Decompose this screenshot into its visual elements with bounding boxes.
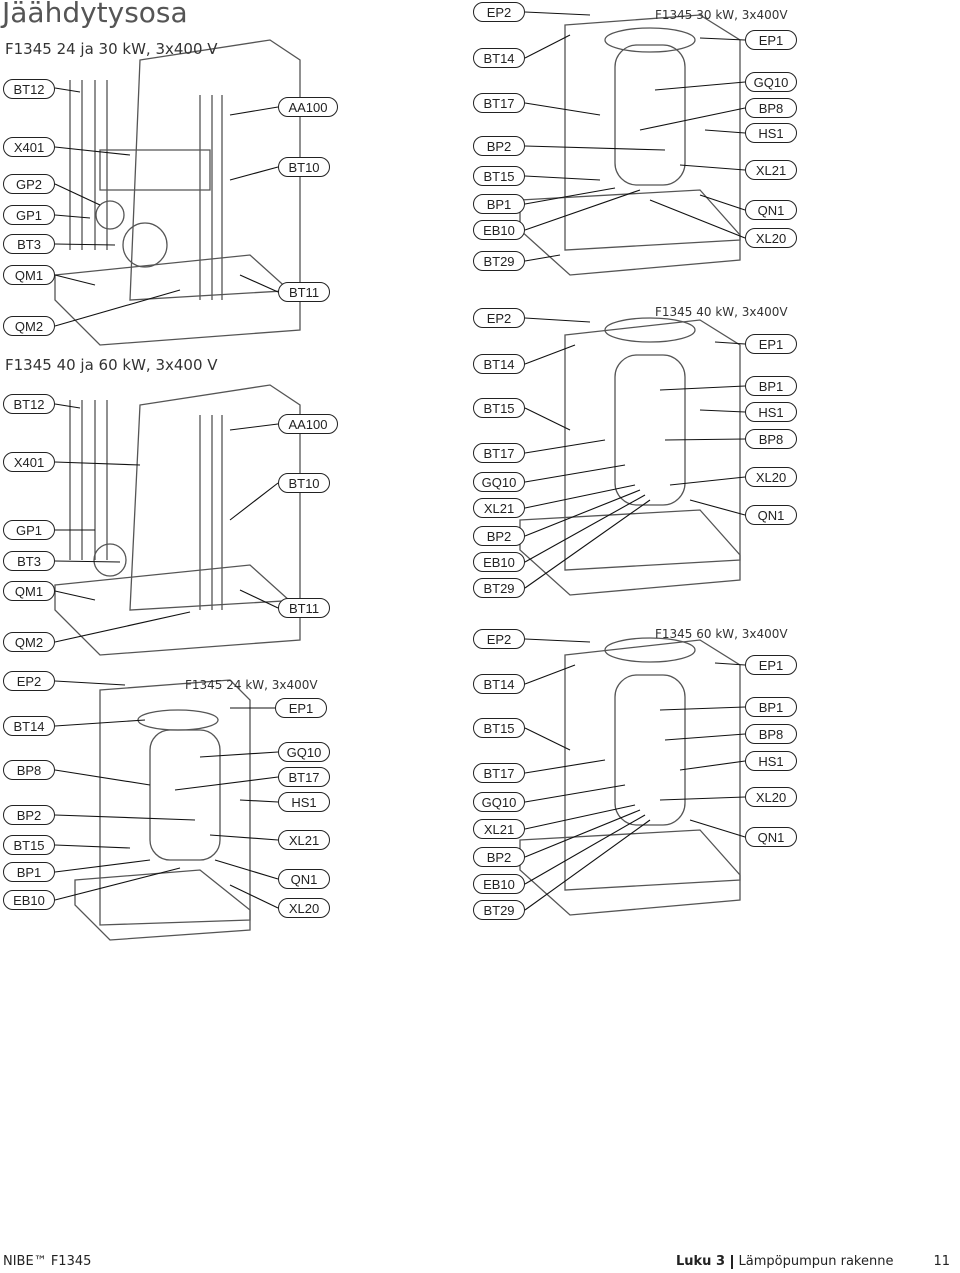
- label-xl20: XL20: [745, 467, 797, 487]
- label-hs1: HS1: [745, 123, 797, 143]
- label-gp2: GP2: [3, 174, 55, 194]
- label-bp1: BP1: [745, 697, 797, 717]
- label-bt29: BT29: [473, 251, 525, 271]
- label-gp1: GP1: [3, 205, 55, 225]
- label-bp1: BP1: [473, 194, 525, 214]
- label-bp1: BP1: [3, 862, 55, 882]
- label-ep1: EP1: [745, 655, 797, 675]
- label-gq10: GQ10: [473, 792, 525, 812]
- label-gq10: GQ10: [278, 742, 330, 762]
- label-eb10: EB10: [473, 552, 525, 572]
- label-bt15: BT15: [473, 398, 525, 418]
- label-eb10: EB10: [3, 890, 55, 910]
- caption-60kw: F1345 60 kW, 3x400V: [655, 627, 788, 641]
- label-x401: X401: [3, 452, 55, 472]
- label-qn1: QN1: [745, 505, 797, 525]
- caption-24kw: F1345 24 kW, 3x400V: [185, 678, 318, 692]
- label-x401: X401: [3, 137, 55, 157]
- label-qm1: QM1: [3, 581, 55, 601]
- label-bt17: BT17: [473, 93, 525, 113]
- label-ep2: EP2: [3, 671, 55, 691]
- page-title: Jäähdytysosa: [2, 0, 188, 29]
- label-bt11: BT11: [278, 282, 330, 302]
- label-ep2: EP2: [473, 2, 525, 22]
- label-bp8: BP8: [745, 429, 797, 449]
- label-ep1: EP1: [275, 698, 327, 718]
- label-bp8: BP8: [745, 98, 797, 118]
- label-bt14: BT14: [473, 674, 525, 694]
- label-qn1: QN1: [278, 869, 330, 889]
- label-ep1: EP1: [745, 30, 797, 50]
- label-bp8: BP8: [3, 760, 55, 780]
- label-gp1: GP1: [3, 520, 55, 540]
- label-gq10: GQ10: [473, 472, 525, 492]
- label-bp1: BP1: [745, 376, 797, 396]
- footer-separator: [731, 1254, 733, 1269]
- label-hs1: HS1: [745, 402, 797, 422]
- label-bt12: BT12: [3, 394, 55, 414]
- label-qm1: QM1: [3, 265, 55, 285]
- label-bt3: BT3: [3, 234, 55, 254]
- label-bt14: BT14: [473, 48, 525, 68]
- label-xl21: XL21: [473, 819, 525, 839]
- label-aa100: AA100: [278, 414, 338, 434]
- label-ep1: EP1: [745, 334, 797, 354]
- label-qn1: QN1: [745, 827, 797, 847]
- label-eb10: EB10: [473, 874, 525, 894]
- label-bp2: BP2: [473, 847, 525, 867]
- label-qn1: QN1: [745, 200, 797, 220]
- caption-40kw: F1345 40 kW, 3x400V: [655, 305, 788, 319]
- label-bt3: BT3: [3, 551, 55, 571]
- label-eb10: EB10: [473, 220, 525, 240]
- section-heading-40-60: F1345 40 ja 60 kW, 3x400 V: [5, 356, 218, 374]
- label-bt11: BT11: [278, 598, 330, 618]
- label-xl21: XL21: [278, 830, 330, 850]
- label-aa100: AA100: [278, 97, 338, 117]
- label-qm2: QM2: [3, 632, 55, 652]
- label-xl20: XL20: [278, 898, 330, 918]
- footer-product: NIBE™ F1345: [3, 1254, 92, 1269]
- label-bt10: BT10: [278, 473, 330, 493]
- page-footer: NIBE™ F1345 Luku 3 Lämpöpumpun rakenne 11: [0, 1250, 960, 1273]
- footer-chapter-number: Luku 3: [675, 1254, 725, 1269]
- label-xl21: XL21: [745, 160, 797, 180]
- section-heading-24-30: F1345 24 ja 30 kW, 3x400 V: [5, 40, 218, 58]
- label-bt10: BT10: [278, 157, 330, 177]
- label-bt15: BT15: [3, 835, 55, 855]
- label-xl20: XL20: [745, 787, 797, 807]
- label-bt17: BT17: [473, 443, 525, 463]
- label-bp2: BP2: [473, 526, 525, 546]
- page-number: 11: [933, 1254, 950, 1269]
- label-qm2: QM2: [3, 316, 55, 336]
- label-hs1: HS1: [278, 792, 330, 812]
- label-xl21: XL21: [473, 498, 525, 518]
- label-bt14: BT14: [473, 354, 525, 374]
- label-bt15: BT15: [473, 166, 525, 186]
- label-bp8: BP8: [745, 724, 797, 744]
- label-bt29: BT29: [473, 900, 525, 920]
- label-bt17: BT17: [278, 767, 330, 787]
- label-gq10: GQ10: [745, 72, 797, 92]
- label-bp2: BP2: [473, 136, 525, 156]
- footer-chapter-title: Lämpöpumpun rakenne: [738, 1254, 894, 1269]
- label-bt14: BT14: [3, 716, 55, 736]
- label-xl20: XL20: [745, 228, 797, 248]
- label-bp2: BP2: [3, 805, 55, 825]
- label-bt29: BT29: [473, 578, 525, 598]
- label-bt17: BT17: [473, 763, 525, 783]
- caption-30kw: F1345 30 kW, 3x400V: [655, 8, 788, 22]
- label-ep2: EP2: [473, 308, 525, 328]
- label-bt15: BT15: [473, 718, 525, 738]
- label-bt12: BT12: [3, 79, 55, 99]
- label-ep2: EP2: [473, 629, 525, 649]
- label-hs1: HS1: [745, 751, 797, 771]
- footer-chapter: Luku 3 Lämpöpumpun rakenne 11: [676, 1254, 950, 1269]
